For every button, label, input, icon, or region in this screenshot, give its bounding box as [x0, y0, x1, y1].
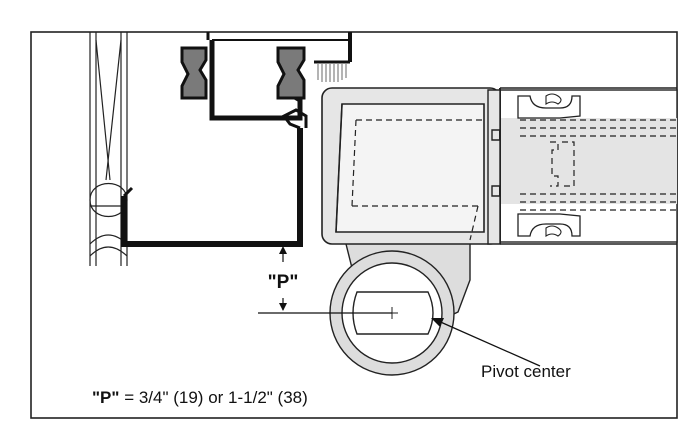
door-rail — [487, 87, 678, 245]
p-legend: "P" = 3/4" (19) or 1-1/2" (38) — [92, 388, 308, 407]
door-stile — [321, 87, 501, 245]
glazing-gasket-left — [180, 46, 208, 100]
p-legend-symbol: "P" — [92, 388, 119, 407]
pivot-center-leader — [431, 318, 541, 367]
glazing-gasket-right — [276, 46, 306, 100]
p-legend-values: = 3/4" (19) or 1-1/2" (38) — [119, 388, 307, 407]
weatherstrip-brush — [317, 64, 347, 82]
frame-profile — [121, 32, 352, 247]
p-dimension-label: "P" — [268, 272, 299, 293]
hidden-lines — [351, 119, 677, 241]
pivot-center-label: Pivot center — [481, 362, 571, 381]
p-dimension — [258, 246, 392, 314]
